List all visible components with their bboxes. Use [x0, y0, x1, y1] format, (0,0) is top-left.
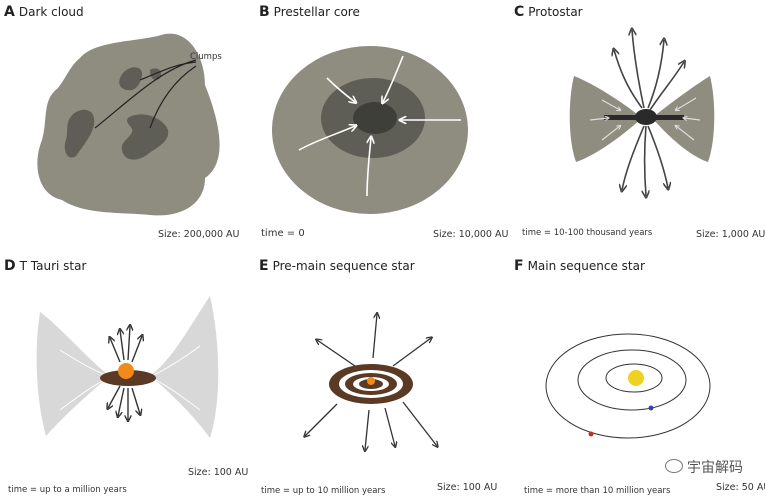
- outflow-arrow: [118, 387, 125, 416]
- outflow-arrow: [120, 330, 125, 361]
- planet-blue: [648, 405, 654, 411]
- outflow-arrow: [372, 314, 377, 359]
- outflow-arrow: [392, 338, 431, 367]
- clump: [121, 114, 169, 160]
- size-label: Size: 100 AU: [188, 467, 249, 478]
- time-label: time = 0: [261, 228, 305, 239]
- size-label: Size: 100 AU: [437, 482, 498, 493]
- size-label: Size: 10,000 AU: [433, 229, 509, 240]
- outflow-arrow: [110, 338, 121, 363]
- wechat-icon: [665, 459, 683, 473]
- clumps-pointer-line: [139, 61, 197, 81]
- infall-arrow: [298, 126, 355, 151]
- infall-arrow: [366, 138, 371, 197]
- outflow-arrow: [645, 125, 647, 196]
- planet-red: [588, 431, 594, 437]
- dark-cloud-shape: [37, 33, 220, 216]
- outflow-arrow: [647, 40, 664, 109]
- sun: [628, 370, 644, 386]
- clump: [64, 109, 95, 158]
- outflow-arrow: [128, 326, 130, 361]
- dark-cloud-illustration: [37, 33, 220, 216]
- protostar-illustration: [569, 0, 715, 249]
- outflow-cone-left: [36, 312, 110, 436]
- prestellar-core-illustration: [272, 46, 468, 214]
- size-label: Size: 1,000 AU: [696, 229, 765, 240]
- infall-arrow: [676, 97, 697, 110]
- outflow-arrow: [632, 30, 645, 109]
- infall-arrow: [601, 126, 620, 141]
- pre-main-sequence-illustration: [255, 250, 510, 499]
- infall-arrow: [326, 77, 355, 102]
- size-label: Size: 50 AU: [716, 482, 765, 493]
- infall-arrow: [676, 126, 695, 141]
- watermark: 宇宙解码: [665, 457, 743, 477]
- outflow-arrow: [305, 403, 338, 436]
- infall-arrow: [383, 55, 404, 102]
- outflow-cone-right: [150, 296, 219, 438]
- outflow-arrow: [384, 407, 395, 446]
- clump: [119, 67, 143, 91]
- outflow-arrow: [365, 409, 370, 450]
- protostar: [635, 109, 657, 125]
- infall-arrow: [601, 99, 620, 110]
- star: [367, 377, 375, 385]
- outflow-arrow: [131, 387, 140, 414]
- clumps-pointer-line: [149, 65, 197, 129]
- time-label: time = up to 10 million years: [261, 486, 386, 496]
- outflow-arrow: [317, 340, 356, 367]
- outflow-arrow: [108, 385, 121, 408]
- outflow-arrow: [622, 125, 645, 190]
- outflow-arrow: [647, 125, 668, 188]
- orbit-inner: [605, 363, 663, 393]
- time-label: time = more than 10 million years: [524, 486, 671, 496]
- outflow-arrow: [402, 401, 437, 446]
- infall-arrow: [589, 118, 608, 120]
- orbit-outer: [545, 333, 711, 439]
- clumps-label: Clumps: [190, 52, 222, 62]
- star: [118, 363, 134, 379]
- outflow-arrow: [614, 50, 643, 109]
- orbit-middle: [577, 349, 687, 411]
- infall-arrow: [684, 118, 701, 120]
- core: [353, 102, 397, 134]
- time-label: time = 10-100 thousand years: [522, 228, 653, 238]
- size-label: Size: 200,000 AU: [158, 229, 240, 240]
- t-tauri-illustration: [36, 296, 219, 438]
- main-sequence-illustration: [545, 333, 711, 439]
- outflow-arrow: [131, 336, 142, 363]
- time-label: time = up to a million years: [8, 485, 127, 495]
- outflow-arrow: [649, 62, 684, 111]
